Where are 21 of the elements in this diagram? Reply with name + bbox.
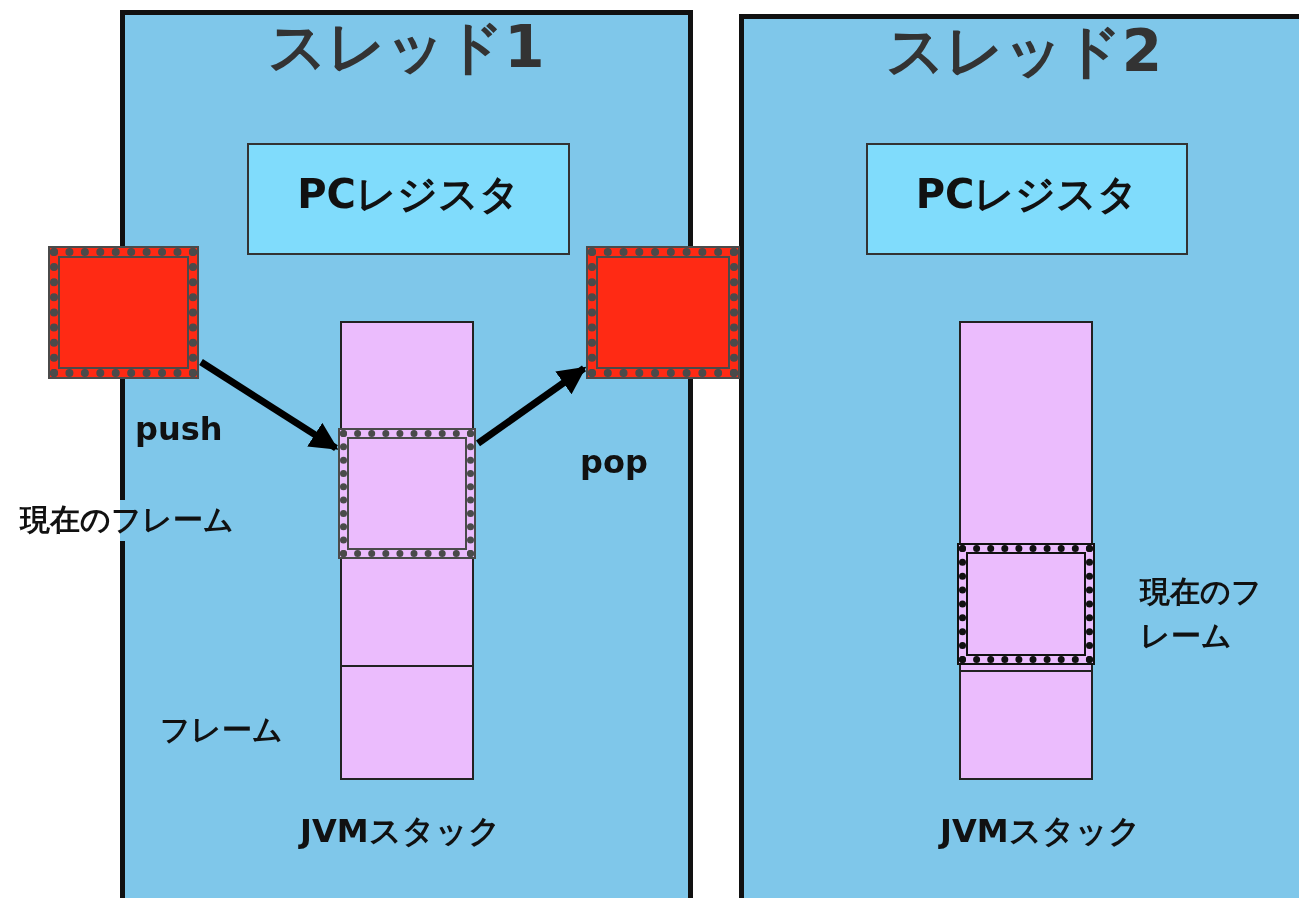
frame-box <box>340 430 474 557</box>
arrow <box>476 365 587 447</box>
register-box <box>866 143 1188 255</box>
register-label: PCレジスタ <box>914 170 1140 219</box>
panel-title: スレッド2 <box>884 16 1164 87</box>
edge-label: push <box>135 410 223 448</box>
arrow <box>199 359 339 452</box>
stack-caption: JVMスタック <box>940 811 1141 852</box>
frame-label: フレーム <box>160 711 283 749</box>
stack-caption: JVMスタック <box>300 811 501 852</box>
frame-box <box>959 545 1093 663</box>
panel-title: スレッド1 <box>267 12 546 83</box>
frame-block <box>588 248 738 377</box>
register-box <box>247 143 570 255</box>
stack-column <box>959 321 1093 780</box>
frame-block <box>50 248 197 377</box>
stack-column <box>340 321 474 780</box>
register-label: PCレジスタ <box>296 170 521 219</box>
thread-panel <box>739 14 1299 898</box>
frame-label: 現在のフレーム <box>1140 573 1263 655</box>
edge-label: pop <box>580 443 648 481</box>
